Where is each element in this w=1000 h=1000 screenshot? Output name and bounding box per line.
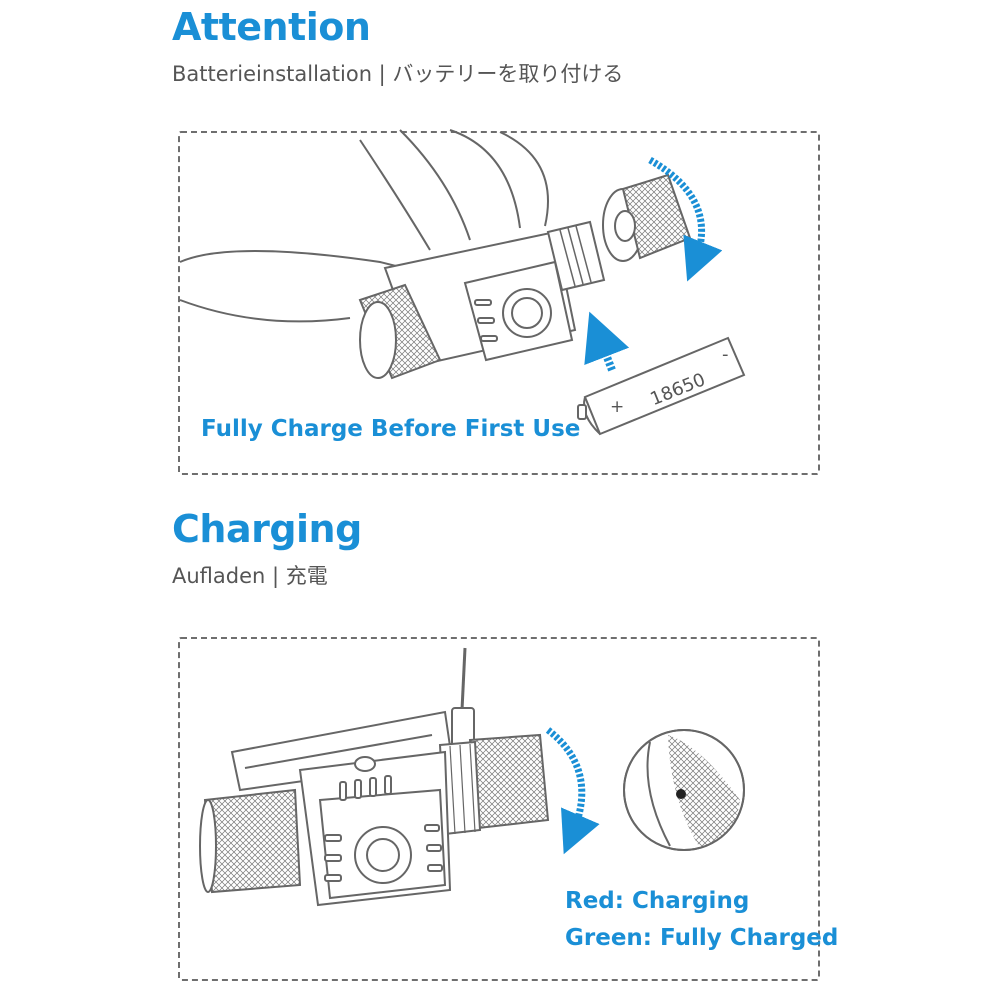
battery-plus-label: +	[610, 397, 624, 417]
battery-minus-label: -	[722, 344, 729, 365]
charging-title: Charging	[172, 510, 362, 548]
insert-arrow-icon	[598, 334, 612, 370]
status-red-label: Red: Charging	[565, 888, 749, 914]
fully-charge-note: Fully Charge Before First Use	[201, 416, 580, 442]
status-green-label: Green: Fully Charged	[565, 925, 838, 951]
charging-subtitle: Aufladen | 充電	[172, 566, 328, 587]
